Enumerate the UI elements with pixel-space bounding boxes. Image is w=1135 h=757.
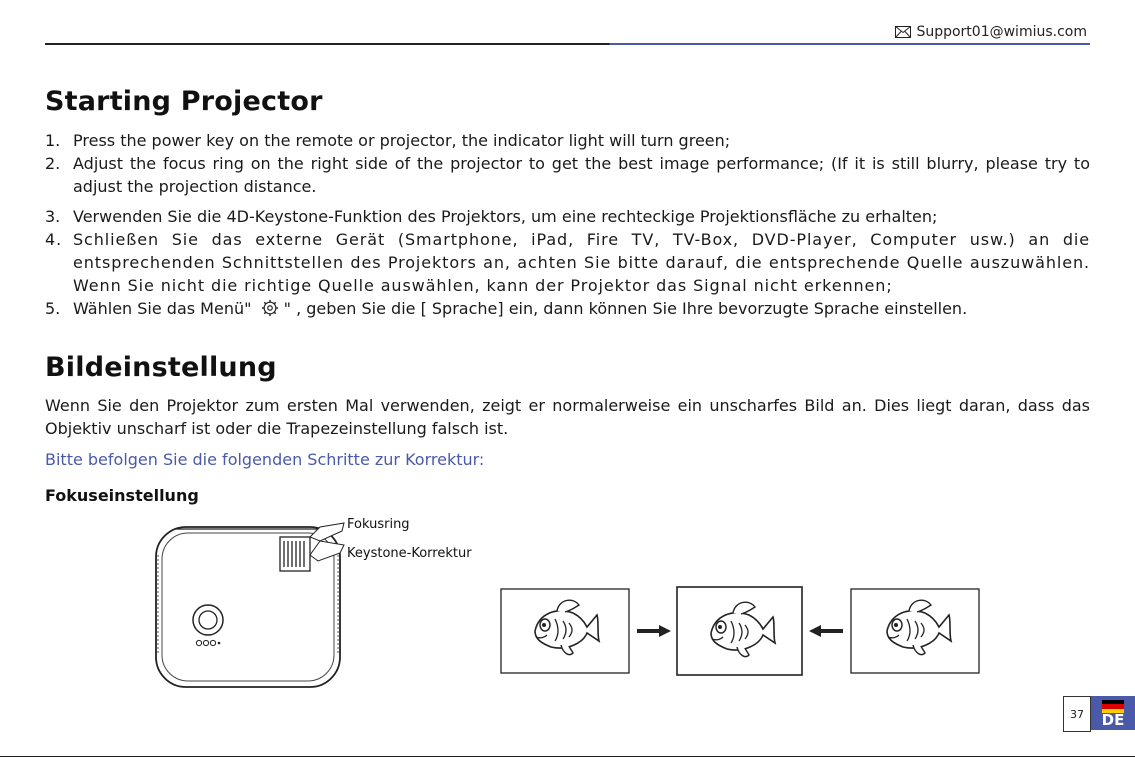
keystone-correction-illustration — [500, 586, 980, 676]
list-item: 5. Wählen Sie das Menü" " , geben Sie di… — [45, 299, 968, 318]
support-email[interactable]: Support01@wimius.com — [916, 24, 1087, 40]
keystone-label: Keystone-Korrektur — [347, 546, 472, 561]
list-item: 3. Verwenden Sie die 4D-Keystone-Funktio… — [45, 207, 938, 226]
list-item: 4. Schließen Sie das externe Gerät (Smar… — [45, 230, 1090, 295]
arrow-left-icon — [809, 625, 843, 637]
support-contact: Support01@wimius.com — [895, 24, 1087, 40]
section-title-starting: Starting Projector — [45, 86, 323, 117]
section-title-bildeinstellung: Bildeinstellung — [45, 352, 277, 383]
gear-icon — [261, 299, 278, 317]
header-rule — [45, 43, 1090, 45]
german-flag-icon — [1102, 700, 1124, 713]
projector-illustration — [155, 522, 345, 688]
list-item: 2. Adjust the focus ring on the right si… — [45, 154, 1090, 196]
envelope-icon — [895, 26, 912, 38]
language-badge: DE — [1091, 696, 1135, 730]
arrow-right-icon — [637, 625, 671, 637]
language-code: DE — [1101, 711, 1125, 729]
page-number: 37 — [1063, 696, 1091, 732]
subheading-focus: Fokuseinstellung — [45, 486, 199, 505]
list-item: 1. Press the power key on the remote or … — [45, 131, 731, 150]
steps-list: 1. Press the power key on the remote or … — [45, 129, 1090, 320]
instruction-text: Bitte befolgen Sie die folgenden Schritt… — [45, 450, 485, 469]
intro-paragraph: Wenn Sie den Projektor zum ersten Mal ve… — [45, 396, 1090, 438]
focus-ring-label: Fokusring — [347, 517, 410, 532]
